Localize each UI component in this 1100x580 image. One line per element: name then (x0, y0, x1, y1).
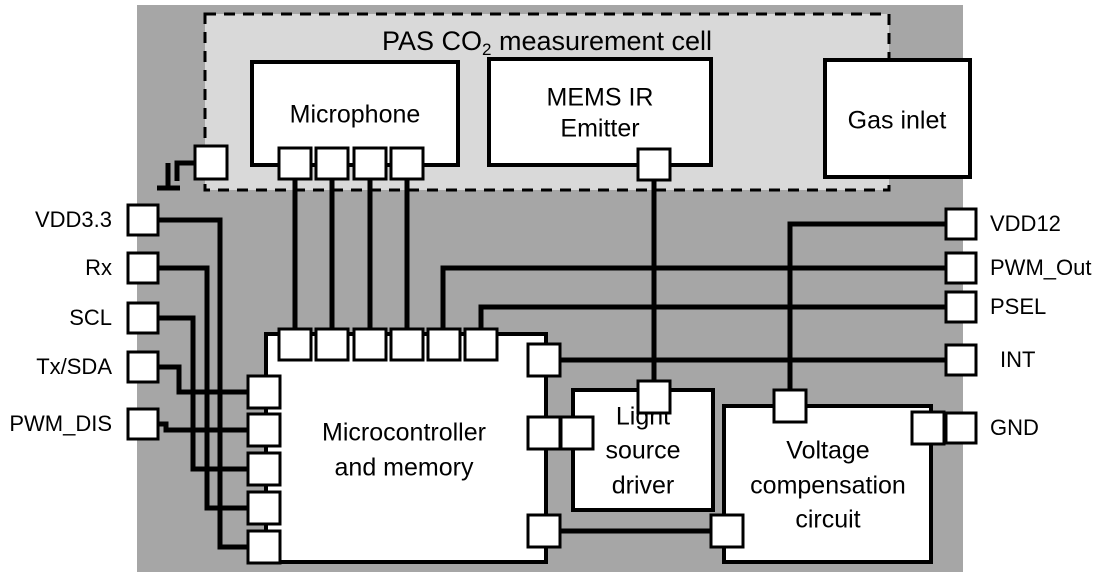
pin-label-layer: VDD3.3 Rx SCL Tx/SDA PWM_DIS VDD12 PWM_O… (9, 207, 1091, 440)
block-light-source-driver-label-line3: driver (612, 472, 675, 500)
pad-mcu-top-1[interactable] (277, 327, 313, 362)
pin-label-rx: Rx (85, 255, 112, 280)
pin-pad-gnd[interactable] (944, 411, 978, 445)
pad-mcu-left-3[interactable] (246, 451, 282, 487)
block-mems-ir-emitter-label-line2: Emitter (560, 115, 639, 143)
pin-label-tx-sda: Tx/SDA (36, 354, 112, 379)
pad-mcu-top-6[interactable] (463, 327, 499, 362)
pad-microphone-3[interactable] (352, 146, 388, 181)
pin-label-scl: SCL (69, 305, 112, 330)
pin-pad-scl[interactable] (126, 301, 160, 335)
block-voltage-comp-label-line2: compensation (750, 472, 906, 500)
block-light-source-driver-label-line2: source (605, 437, 680, 465)
wire-pwmdis-to-mcu (156, 421, 262, 433)
pin-label-int: INT (1000, 347, 1035, 372)
pin-pad-pwm-dis[interactable] (126, 407, 160, 441)
pin-label-pwm-out: PWM_Out (990, 255, 1091, 280)
block-microcontroller-label-line1: Microcontroller (322, 419, 486, 447)
pad-mcu-right-3[interactable] (526, 513, 562, 549)
pad-mcu-left-5[interactable] (246, 529, 282, 565)
pin-pad-rx[interactable] (126, 251, 160, 285)
pad-mcu-left-4[interactable] (246, 490, 282, 526)
pad-vcomp-top[interactable] (772, 388, 808, 424)
pad-cell-ground[interactable] (193, 144, 229, 181)
block-voltage-comp-label-line3: circuit (795, 506, 860, 534)
wire-pwmout-to-mcu (440, 265, 948, 333)
block-gas-inlet-label: Gas inlet (848, 107, 947, 135)
pad-mcu-right-1[interactable] (526, 342, 562, 378)
pin-pad-vdd33[interactable] (126, 203, 160, 237)
pad-mcu-left-2[interactable] (246, 412, 282, 448)
wire-rx-to-mcu (156, 265, 262, 511)
block-mems-ir-emitter-label-line1: MEMS IR (547, 84, 654, 112)
pin-pad-tx-sda[interactable] (126, 350, 160, 384)
pad-vcomp-right[interactable] (910, 410, 946, 446)
wire-layer (156, 160, 948, 550)
pin-label-vdd33: VDD3.3 (35, 207, 112, 232)
pin-label-gnd: GND (990, 415, 1039, 440)
pin-pad-pwm-out[interactable] (944, 251, 978, 285)
pad-mcu-top-4[interactable] (389, 327, 425, 362)
pin-label-vdd12: VDD12 (990, 211, 1061, 236)
pad-mcu-left-1[interactable] (246, 374, 282, 410)
pad-mcu-right-2[interactable] (526, 415, 562, 451)
pad-vcomp-bottom-left[interactable] (709, 513, 745, 549)
pin-pad-vdd12[interactable] (944, 207, 978, 241)
pas-cell-title: PAS CO2 measurement cell (382, 26, 712, 59)
ground-symbol (157, 163, 180, 191)
block-microphone-label: Microphone (290, 101, 421, 129)
pin-pad-psel[interactable] (944, 290, 978, 324)
pad-microphone-1[interactable] (277, 146, 313, 181)
wire-txsda-to-mcu (156, 364, 262, 395)
pad-driver-left[interactable] (559, 415, 595, 451)
block-voltage-compensation-circuit[interactable]: Voltage compensation circuit (722, 404, 933, 564)
pad-microphone-2[interactable] (314, 146, 350, 181)
wire-vdd33-to-mcu (156, 217, 262, 550)
pad-mcu-top-5[interactable] (426, 327, 462, 362)
pin-pad-int[interactable] (944, 343, 978, 377)
wire-ground-to-cell (174, 160, 196, 181)
pin-label-psel: PSEL (990, 294, 1046, 319)
block-voltage-comp-label-line1: Voltage (786, 437, 869, 465)
wire-vdd12-to-vcomp (787, 221, 948, 405)
pad-driver-top[interactable] (636, 379, 672, 415)
pad-layer (126, 144, 978, 565)
pad-mcu-top-2[interactable] (314, 327, 350, 362)
block-microcontroller-label-line2: and memory (335, 454, 474, 482)
pad-mems-ir-emitter[interactable] (636, 147, 672, 182)
block-gas-inlet[interactable]: Gas inlet (823, 58, 972, 179)
pad-mcu-top-3[interactable] (352, 327, 388, 362)
block-mems-ir-emitter[interactable]: MEMS IR Emitter (487, 57, 713, 167)
pin-label-pwm-dis: PWM_DIS (9, 411, 112, 436)
pad-microphone-4[interactable] (389, 146, 425, 181)
block-microcontroller-and-memory[interactable]: Microcontroller and memory (264, 332, 548, 564)
